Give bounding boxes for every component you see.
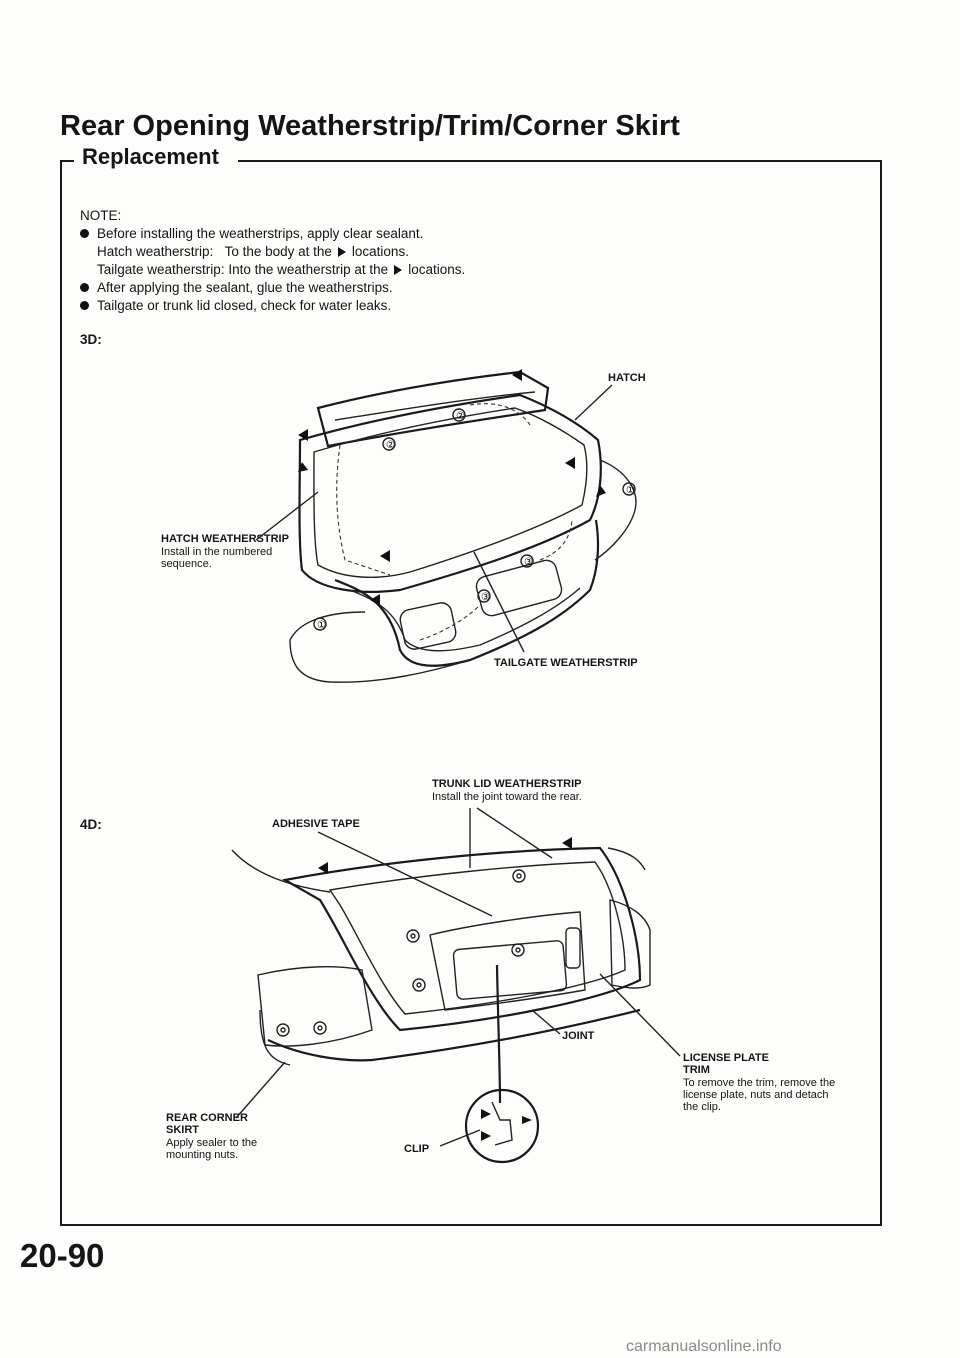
section-heading: Replacement: [82, 144, 219, 169]
clip-label: CLIP: [404, 1143, 430, 1155]
model-3d-label: 3D:: [80, 332, 102, 347]
bullet-icon: [80, 283, 89, 292]
rear-corner-note: Apply sealer to the mounting nuts.: [166, 1137, 258, 1161]
bullet-icon: [80, 301, 89, 310]
license-plate-note: To remove the trim, remove the license p…: [683, 1077, 836, 1113]
tailgate-pre: Into the weatherstrip at the: [228, 262, 389, 277]
watermark: carmanualsonline.info: [626, 1338, 782, 1355]
tailgate-weatherstrip-label: TAILGATE WEATHERSTRIP: [494, 657, 638, 669]
frame-top-right-rule: [238, 160, 880, 162]
tailgate-label: Tailgate weatherstrip:: [97, 262, 225, 277]
seq-2-upper: ②: [456, 411, 465, 422]
sealant-location-icon: [394, 265, 403, 275]
note-heading: NOTE:: [80, 208, 122, 223]
sedan-illustration: [231, 807, 681, 1164]
trunk-lid-note: Install the joint toward the rear.: [432, 791, 582, 803]
note-bullet-1: Before installing the weatherstrips, app…: [80, 226, 423, 241]
note-tailgate-line: Tailgate weatherstrip: Into the weathers…: [97, 262, 465, 277]
hatch-weatherstrip-label: HATCH WEATHERSTRIP: [161, 533, 289, 545]
bullet-icon: [80, 229, 89, 238]
hatch-post: locations.: [351, 244, 409, 259]
model-4d-label: 4D:: [80, 817, 102, 832]
hatch-label: Hatch weatherstrip:: [97, 244, 214, 259]
seq-1-upper: ①: [626, 485, 635, 496]
note-bullet-2: After applying the sealant, glue the wea…: [80, 280, 393, 295]
frame-top-left-rule: [60, 160, 74, 162]
hatch-pre: To the body at the: [224, 244, 332, 259]
joint-label: JOINT: [562, 1030, 595, 1042]
page-number: 20-90: [20, 1237, 105, 1274]
page-title: Rear Opening Weatherstrip/Trim/Corner Sk…: [60, 110, 680, 142]
seq-3-lower: ③: [481, 592, 490, 603]
seq-1-lower: ①: [317, 620, 326, 631]
seq-2-lower: ②: [386, 440, 395, 451]
note-bullet-3-text: Tailgate or trunk lid closed, check for …: [97, 298, 392, 313]
note-bullet-2-text: After applying the sealant, glue the wea…: [97, 280, 393, 295]
trunk-lid-weatherstrip-label: TRUNK LID WEATHERSTRIP: [432, 778, 582, 790]
note-hatch-line: Hatch weatherstrip: To the body at the lo…: [97, 244, 409, 259]
seq-3-upper: ③: [524, 557, 533, 568]
sealant-location-icon: [337, 247, 346, 257]
hatchback-illustration: ① ① ② ② ③ ③: [255, 369, 637, 683]
hatch-label: HATCH: [608, 372, 646, 384]
hatch-weatherstrip-note: Install in the numbered sequence.: [161, 546, 273, 570]
tailgate-post: locations.: [408, 262, 466, 277]
adhesive-tape-label: ADHESIVE TAPE: [272, 818, 360, 830]
note-bullet-3: Tailgate or trunk lid closed, check for …: [80, 298, 391, 313]
note-bullet-1-text: Before installing the weatherstrips, app…: [97, 226, 424, 241]
rear-corner-skirt-label: REAR CORNER SKIRT: [166, 1112, 248, 1136]
content-frame: [60, 160, 882, 1226]
license-plate-trim-label: LICENSE PLATE TRIM: [683, 1052, 769, 1076]
